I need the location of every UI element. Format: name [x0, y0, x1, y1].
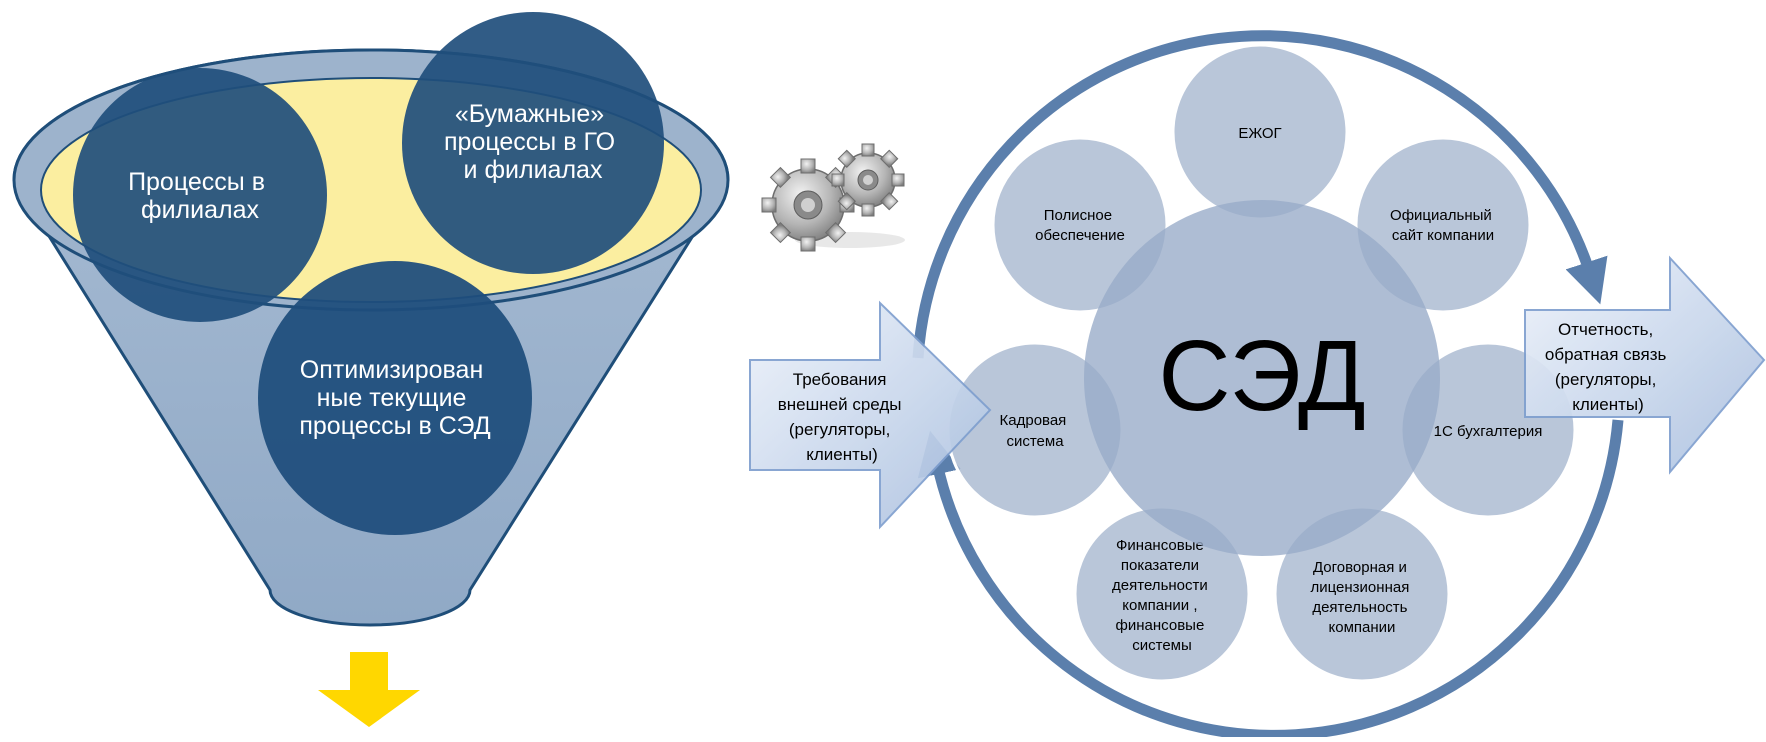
input-arrow-label: Требования внешней среды (регуляторы, кл… — [778, 370, 906, 464]
funnel-circle-right: «Бумажные» процессы в ГО и филиалах — [402, 12, 664, 274]
funnel: Процессы в филиалах «Бумажные» процессы … — [12, 12, 730, 727]
satellite-left-label: Кадровая система — [1000, 412, 1071, 450]
funnel-circle-left-label: Процессы в филиалах — [128, 168, 272, 224]
funnel-circle-bottom-label: Оптимизирован ные текущие процессы в СЭД — [299, 356, 490, 440]
satellite-bottom-right-label: Договорная и лицензионная деятельность к… — [1311, 559, 1414, 636]
center-node: СЭД — [1084, 200, 1440, 556]
cycle-ring-arc-bottom — [917, 419, 1624, 741]
satellite-right-label: 1С бухгалтерия — [1434, 423, 1543, 440]
down-arrow-icon — [318, 652, 420, 727]
satellite-top-right-label: Официальный сайт компании — [1390, 207, 1496, 244]
satellite-bottom-left: Финансовые показатели деятельности компа… — [1073, 505, 1251, 683]
satellite-top: ЕЖОГ — [1171, 43, 1349, 221]
input-arrow: Требования внешней среды (регуляторы, кл… — [749, 300, 992, 530]
output-arrow: Отчетность, обратная связь (регуляторы, … — [1524, 255, 1766, 475]
satellite-top-label: ЕЖОГ — [1238, 125, 1281, 142]
gears-icon — [761, 143, 905, 252]
funnel-circle-left: Процессы в филиалах — [73, 68, 327, 322]
funnel-circle-right-label: «Бумажные» процессы в ГО и филиалах — [444, 100, 622, 184]
satellite-top-left-label: Полисное обеспечение — [1035, 207, 1125, 244]
cycle-ring-arc-top — [912, 30, 1608, 359]
satellite-bottom-left-label: Финансовые показатели деятельности компа… — [1112, 537, 1212, 654]
cycle: ЕЖОГ Полисное обеспечение Официальный са… — [749, 30, 1766, 741]
output-arrow-label: Отчетность, обратная связь (регуляторы, … — [1545, 320, 1671, 414]
satellite-bottom-right: Договорная и лицензионная деятельность к… — [1273, 505, 1451, 683]
center-label: СЭД — [1158, 320, 1365, 432]
funnel-circle-bottom: Оптимизирован ные текущие процессы в СЭД — [258, 261, 532, 535]
